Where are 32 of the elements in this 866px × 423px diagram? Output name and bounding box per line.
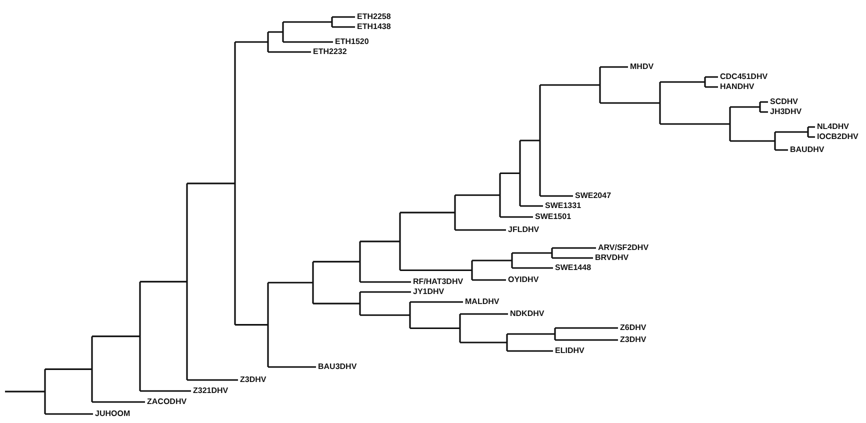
taxon-label: Z321DHV: [193, 387, 228, 395]
taxon-label: SWE2047: [575, 192, 612, 200]
taxon-label: Z6DHV: [620, 324, 646, 332]
taxon-label: SCDHV: [770, 98, 798, 106]
taxon-label: SWE1501: [535, 213, 572, 221]
taxon-label: Z3DHV: [240, 376, 266, 384]
taxon-label: NDKDHV: [510, 310, 544, 318]
taxon-label: OYIDHV: [508, 276, 539, 284]
taxon-label: ZACODHV: [147, 398, 187, 406]
taxon-label: ETH2258: [357, 13, 391, 21]
taxon-label: IOCB2DHV: [817, 133, 858, 141]
taxon-label: NL4DHV: [817, 123, 850, 131]
taxon-label: ETH1520: [335, 38, 369, 46]
taxon-label: ELIDHV: [555, 347, 584, 355]
taxon-label: MALDHV: [465, 298, 500, 306]
taxon-label: JY1DHV: [413, 288, 444, 296]
taxon-label: JFLDHV: [508, 226, 540, 234]
taxon-label: SWE1448: [555, 264, 592, 272]
taxon-label: ETH1438: [357, 23, 391, 31]
taxon-label: Z3DHV: [620, 336, 646, 344]
taxon-label: CDC451DHV: [720, 73, 768, 81]
taxon-label: JUHOOM: [95, 410, 130, 418]
taxon-label: BAU3DHV: [318, 363, 357, 371]
taxon-label: JH3DHV: [770, 108, 802, 116]
taxon-label: ETH2232: [313, 48, 347, 56]
taxon-label: RF/HAT3DHV: [413, 278, 464, 286]
taxon-label: BAUDHV: [790, 146, 824, 154]
taxon-label: BRVDHV: [595, 254, 629, 262]
taxon-label: MHDV: [630, 63, 654, 71]
taxon-label: SWE1331: [545, 202, 582, 210]
taxon-label: ARV/SF2DHV: [598, 244, 649, 252]
taxon-label: HANDHV: [720, 83, 754, 91]
